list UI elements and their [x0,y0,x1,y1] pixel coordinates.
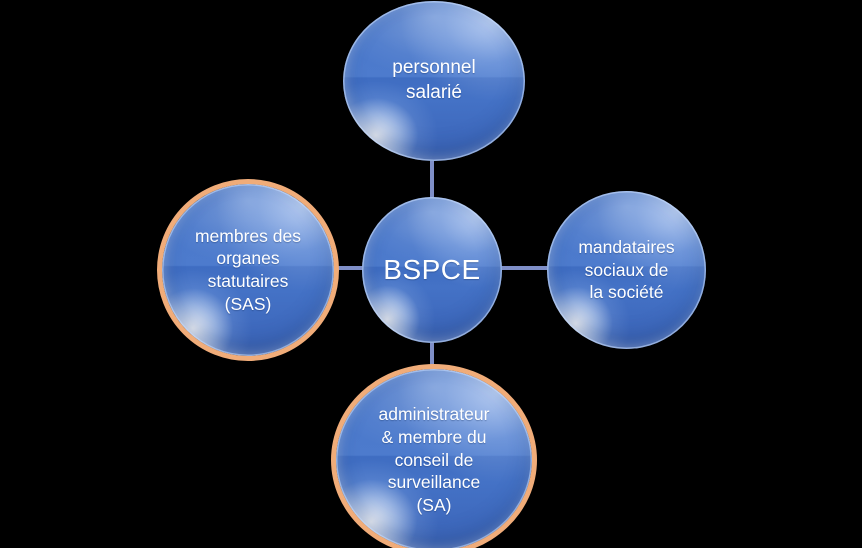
node-personnel-salarie[interactable]: personnel salarié [343,1,525,161]
connector-center-to-left [326,266,368,270]
node-label-personnel-salarie: personnel salarié [392,57,476,103]
node-mandataires-sociaux[interactable]: mandataires sociaux de la société [547,191,706,349]
bubble-body [362,197,502,343]
node-membres-organes-statutaires[interactable]: membres des organes statutaires (SAS) [157,179,339,361]
bubble-body [162,184,334,356]
node-label-mandataires-sociaux: mandataires sociaux de la société [578,236,675,303]
connector-center-to-bottom [430,336,434,378]
node-bspce-center[interactable]: BSPCE [362,197,502,343]
node-label-administrateur-conseil-surveillance: administrateur & membre du conseil de su… [378,404,490,516]
node-label-bspce: BSPCE [383,253,481,285]
node-label-membres-organes-statutaires: membres des organes statutaires (SAS) [194,225,301,314]
bubble-body [336,369,532,548]
bubble-body [343,1,525,161]
connector-center-to-top [430,150,434,202]
bubble-body [547,191,706,349]
node-administrateur-conseil-surveillance[interactable]: administrateur & membre du conseil de su… [331,364,537,548]
connector-center-to-right [497,266,553,270]
